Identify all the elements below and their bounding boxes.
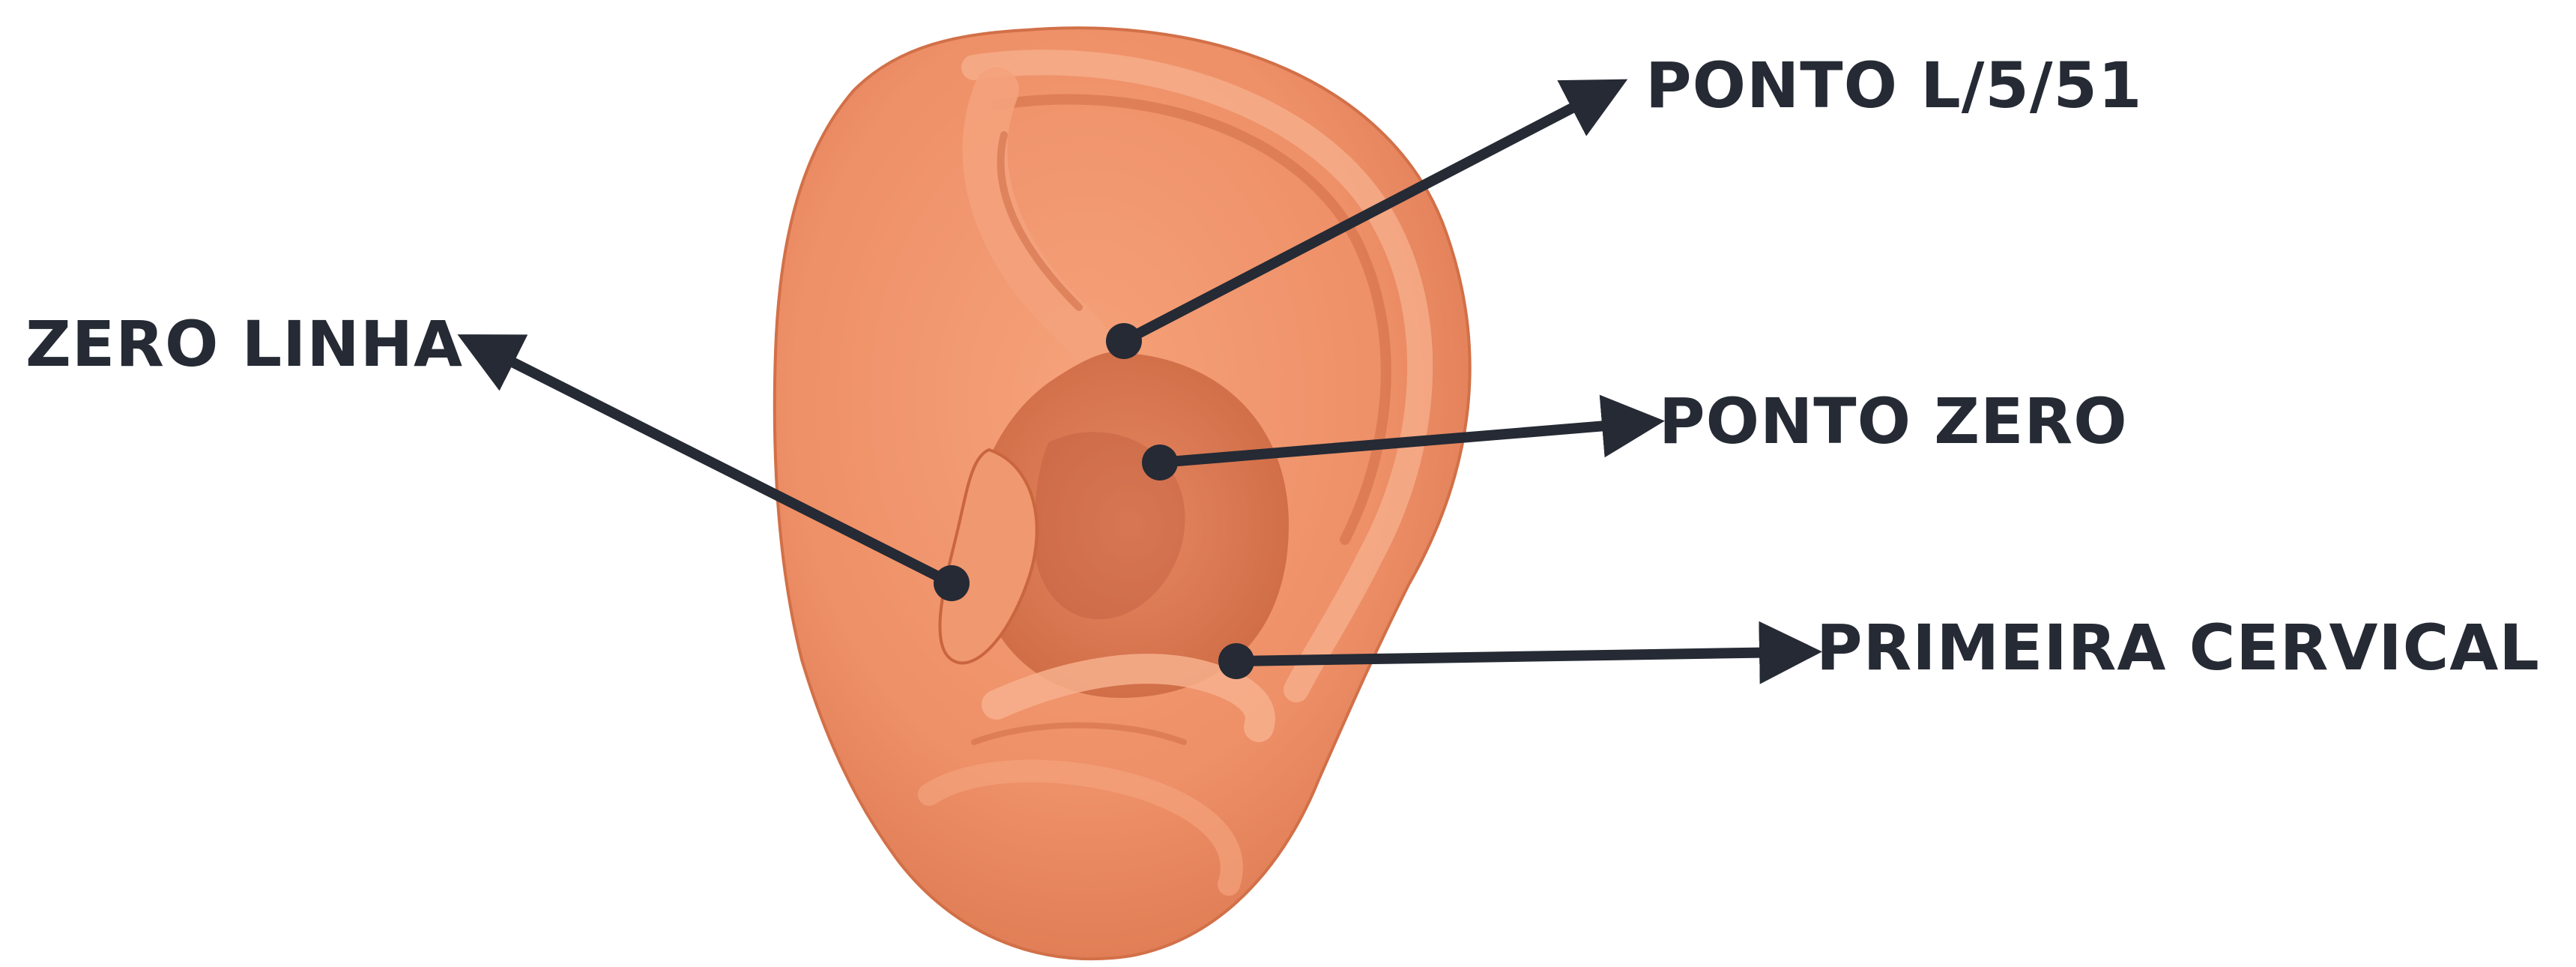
dot-primeira-cervical bbox=[1218, 643, 1254, 679]
dot-zero-linha bbox=[934, 565, 970, 601]
label-ponto-l551: PONTO L/5/51 bbox=[1645, 54, 2142, 117]
dot-ponto-zero bbox=[1142, 445, 1178, 481]
label-ponto-zero: PONTO ZERO bbox=[1659, 390, 2128, 453]
dot-ponto-l551 bbox=[1106, 323, 1142, 359]
label-zero-linha: ZERO LINHA bbox=[25, 313, 463, 376]
label-primeira-cervical: PRIMEIRA CERVICAL bbox=[1816, 616, 2540, 679]
